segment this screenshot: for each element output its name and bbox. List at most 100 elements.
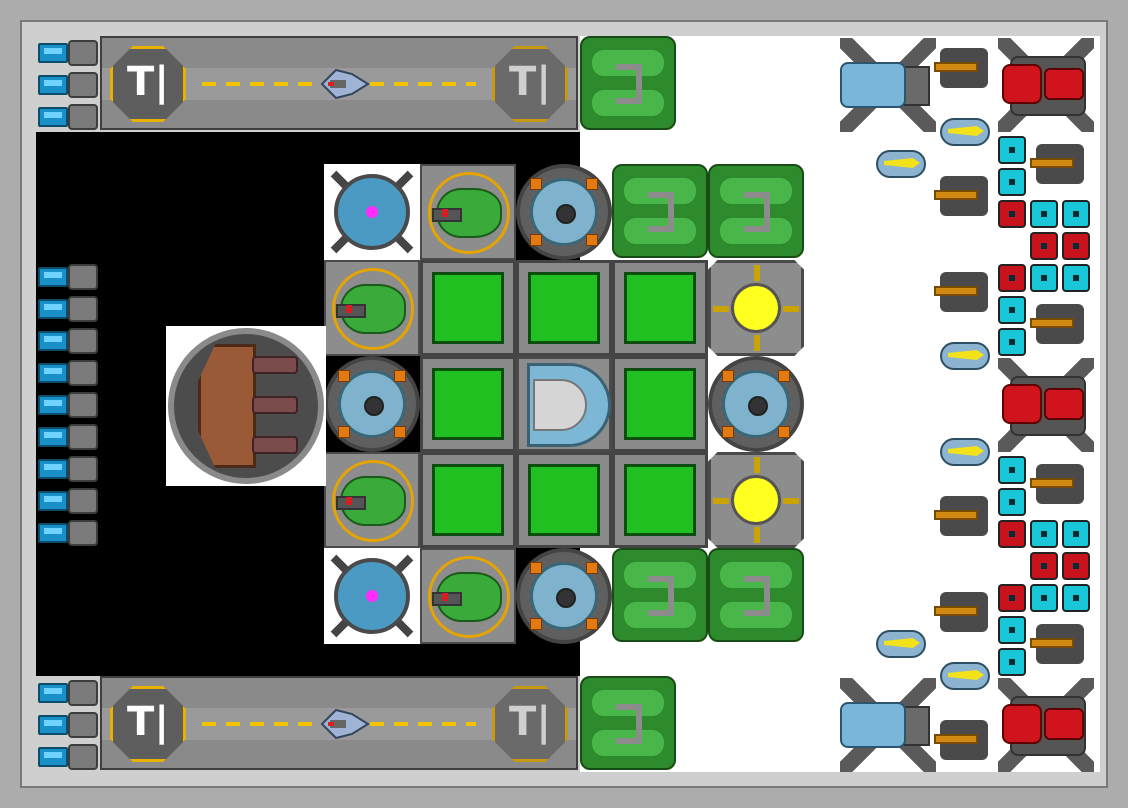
thruster-icon[interactable] [36, 358, 100, 388]
battery-icon[interactable] [580, 36, 676, 130]
armor-block[interactable] [516, 260, 612, 356]
thruster-icon[interactable] [36, 422, 100, 452]
cell-block[interactable] [1030, 584, 1058, 612]
battery-icon[interactable] [612, 548, 708, 642]
pad-label: T| [509, 59, 551, 105]
cockpit-icon[interactable] [516, 356, 612, 452]
gyroscope-icon[interactable] [516, 548, 612, 644]
ship-canvas[interactable]: T| T| T| T| [20, 20, 1108, 788]
cell-block[interactable] [1062, 232, 1090, 260]
armor-block[interactable] [420, 452, 516, 548]
cell-block[interactable] [998, 488, 1026, 516]
landing-pad-left: T| [110, 686, 186, 762]
thruster-icon[interactable] [36, 710, 100, 740]
thruster-icon[interactable] [36, 678, 100, 708]
gyroscope-icon[interactable] [516, 164, 612, 260]
cell-block[interactable] [1062, 264, 1090, 292]
armor-block[interactable] [612, 356, 708, 452]
thruster-icon[interactable] [36, 262, 100, 292]
laser-icon[interactable] [934, 652, 998, 700]
laser-icon[interactable] [934, 428, 998, 476]
armor-block[interactable] [612, 260, 708, 356]
autocannon-icon[interactable] [1030, 616, 1094, 672]
turret-icon[interactable] [324, 452, 420, 548]
thruster-icon[interactable] [36, 70, 100, 100]
autocannon-icon[interactable] [934, 488, 998, 544]
thruster-icon[interactable] [36, 742, 100, 772]
fighter-ship-icon[interactable] [316, 56, 372, 112]
turret-icon[interactable] [420, 164, 516, 260]
hangar-top[interactable]: T| T| [100, 36, 578, 130]
laser-icon[interactable] [870, 620, 934, 668]
autocannon-icon[interactable] [934, 584, 998, 640]
pad-label: T| [127, 699, 169, 745]
cell-block[interactable] [998, 264, 1026, 292]
autocannon-icon[interactable] [1030, 136, 1094, 192]
battery-icon[interactable] [612, 164, 708, 258]
cell-block[interactable] [998, 456, 1026, 484]
armor-block[interactable] [612, 452, 708, 548]
shield-generator-icon[interactable] [324, 548, 420, 644]
cell-block[interactable] [1030, 520, 1058, 548]
armor-block[interactable] [420, 260, 516, 356]
shield-generator-icon[interactable] [324, 164, 420, 260]
hangar-bottom[interactable]: T| T| [100, 676, 578, 770]
cell-block[interactable] [998, 648, 1026, 676]
thruster-icon[interactable] [36, 326, 100, 356]
thruster-icon[interactable] [36, 518, 100, 548]
cell-block[interactable] [1030, 200, 1058, 228]
cell-block[interactable] [998, 168, 1026, 196]
turret-icon[interactable] [420, 548, 516, 644]
heavy-laser-icon[interactable] [998, 38, 1094, 132]
autocannon-icon[interactable] [934, 168, 998, 224]
battery-icon[interactable] [708, 164, 804, 258]
cell-block[interactable] [1062, 200, 1090, 228]
autocannon-icon[interactable] [934, 40, 998, 96]
armor-block[interactable] [516, 452, 612, 548]
reactor-icon[interactable] [708, 452, 804, 548]
battery-icon[interactable] [580, 676, 676, 770]
battery-icon[interactable] [708, 548, 804, 642]
landing-pad-right: T| [492, 46, 568, 122]
landing-pad-left: T| [110, 46, 186, 122]
cell-block[interactable] [998, 584, 1026, 612]
cell-block[interactable] [1062, 520, 1090, 548]
gyroscope-icon[interactable] [324, 356, 420, 452]
cell-block[interactable] [1062, 584, 1090, 612]
cell-block[interactable] [1030, 264, 1058, 292]
thruster-icon[interactable] [36, 294, 100, 324]
turret-icon[interactable] [324, 260, 420, 356]
heavy-cannon-icon[interactable] [166, 326, 326, 486]
thruster-icon[interactable] [36, 102, 100, 132]
laser-icon[interactable] [934, 332, 998, 380]
cell-block[interactable] [1030, 552, 1058, 580]
gyroscope-icon[interactable] [708, 356, 804, 452]
cell-block[interactable] [998, 520, 1026, 548]
laser-icon[interactable] [870, 140, 934, 188]
cell-block[interactable] [1062, 552, 1090, 580]
autocannon-icon[interactable] [934, 264, 998, 320]
heavy-laser-icon[interactable] [998, 358, 1094, 452]
autocannon-icon[interactable] [1030, 456, 1094, 512]
heavy-laser-icon[interactable] [998, 678, 1094, 772]
laser-icon[interactable] [934, 108, 998, 156]
reactor-icon[interactable] [708, 260, 804, 356]
cell-block[interactable] [998, 296, 1026, 324]
autocannon-icon[interactable] [934, 712, 998, 768]
cell-block[interactable] [1030, 232, 1058, 260]
cell-block[interactable] [998, 328, 1026, 356]
cell-block[interactable] [998, 136, 1026, 164]
cell-block[interactable] [998, 616, 1026, 644]
pad-label: T| [127, 59, 169, 105]
blue-cannon-icon[interactable] [840, 678, 936, 772]
thruster-icon[interactable] [36, 454, 100, 484]
blue-cannon-icon[interactable] [840, 38, 936, 132]
cell-block[interactable] [998, 200, 1026, 228]
fighter-ship-icon[interactable] [316, 696, 372, 752]
armor-block[interactable] [420, 356, 516, 452]
thruster-icon[interactable] [36, 486, 100, 516]
thruster-icon[interactable] [36, 38, 100, 68]
autocannon-icon[interactable] [1030, 296, 1094, 352]
thruster-icon[interactable] [36, 390, 100, 420]
landing-pad-right: T| [492, 686, 568, 762]
